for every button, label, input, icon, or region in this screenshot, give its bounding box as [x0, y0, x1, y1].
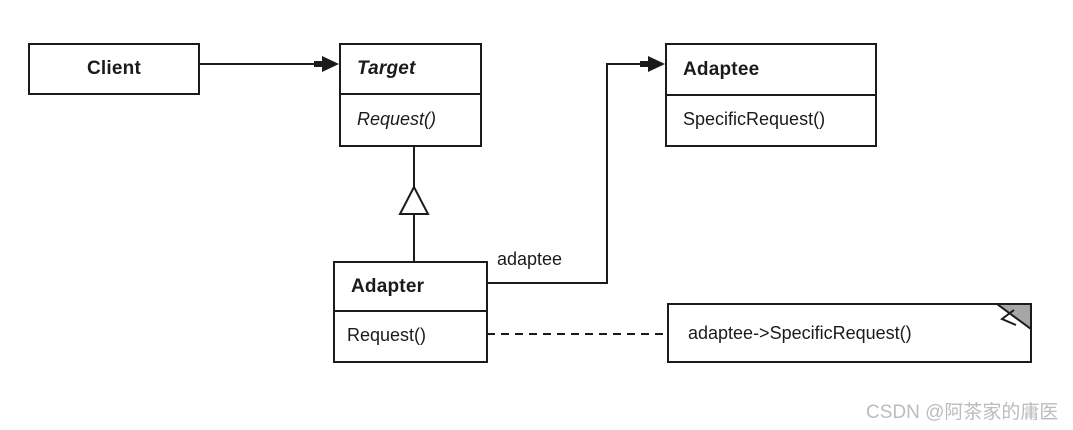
class-method-compartment: SpecificRequest() — [667, 96, 875, 143]
method-label: Request() — [347, 325, 427, 345]
association-label-adaptee: adaptee — [497, 249, 563, 269]
watermark-text: CSDN @阿茶家的庸医 — [866, 402, 1059, 423]
adapter-adaptee-association-line — [488, 63, 650, 284]
class-name-label: Adapter — [351, 275, 425, 297]
class-name-label: Target — [357, 58, 416, 79]
uml-class-adapter: Adapter Request() — [333, 261, 488, 363]
class-name-label: Client — [87, 58, 141, 79]
class-name-compartment: Client — [30, 45, 198, 93]
note-text: adaptee->SpecificRequest() — [688, 322, 912, 343]
uml-class-client: Client — [28, 43, 200, 95]
class-name-label: Adaptee — [683, 58, 760, 80]
solid-arrowhead-icon — [640, 56, 665, 72]
solid-arrowhead-icon — [314, 56, 339, 72]
uml-class-adaptee: Adaptee SpecificRequest() — [665, 43, 877, 147]
class-method-compartment: Request() — [341, 95, 480, 143]
class-name-compartment: Adaptee — [667, 45, 875, 96]
class-name-compartment: Target — [341, 45, 480, 95]
class-method-compartment: Request() — [335, 312, 486, 359]
uml-class-target: Target Request() — [339, 43, 482, 147]
method-label: SpecificRequest() — [683, 109, 826, 129]
note-box: adaptee->SpecificRequest() — [667, 303, 1032, 363]
generalization-triangle-icon — [398, 184, 430, 215]
class-name-compartment: Adapter — [335, 263, 486, 312]
method-label: Request() — [357, 108, 437, 129]
